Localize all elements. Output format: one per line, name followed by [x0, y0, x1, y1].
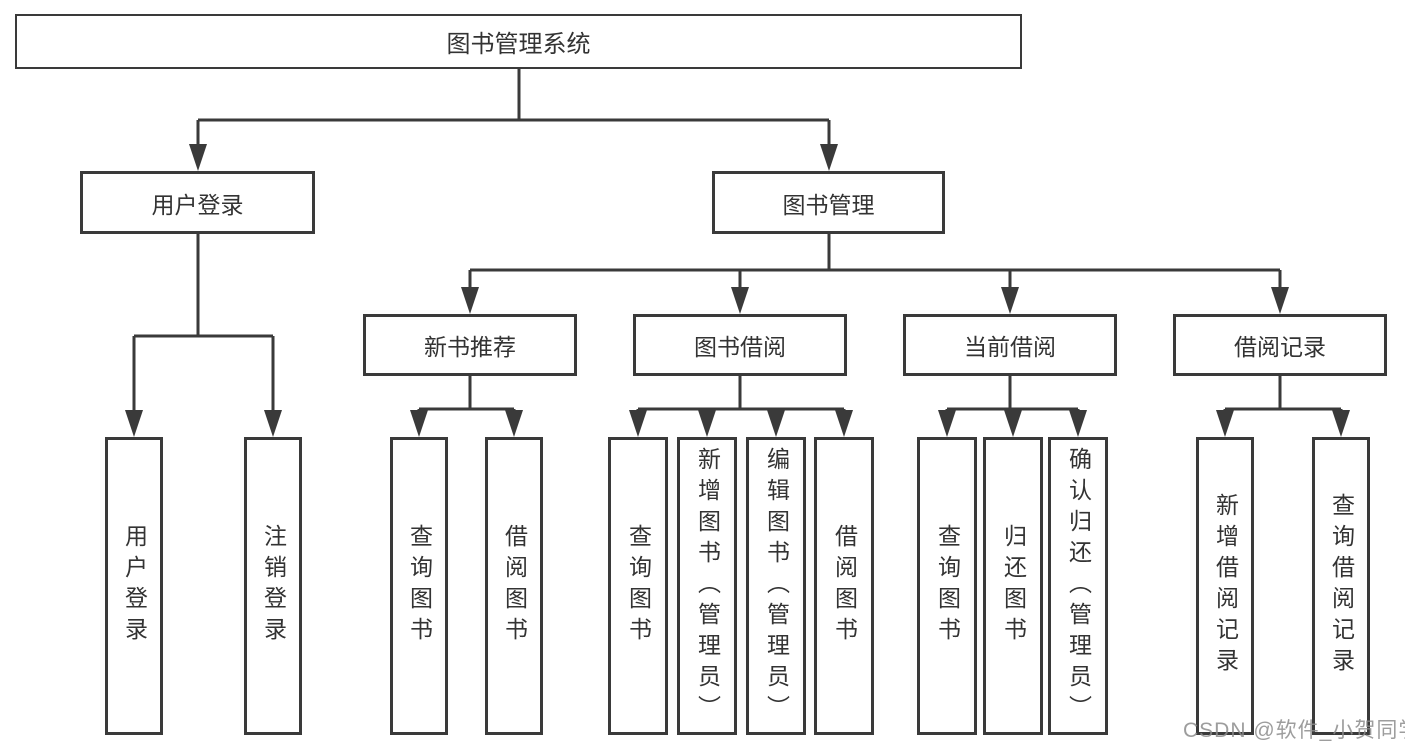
arrow-down-icon	[938, 410, 956, 437]
arrow-down-icon	[820, 144, 838, 171]
node-current-borrow: 当前借阅	[903, 314, 1117, 376]
node-book-management: 图书管理	[712, 171, 945, 234]
connector-user-login-to-leaves	[125, 234, 282, 437]
connector-root-to-level2	[189, 69, 838, 171]
node-user-login: 用户登录	[80, 171, 315, 234]
node-root: 图书管理系统	[15, 14, 1022, 69]
leaf-return-book: 归还图书	[983, 437, 1043, 735]
leaf-query-books-newbooks: 查询图书	[390, 437, 448, 735]
connector-borrow-records-to-leaves	[1216, 376, 1350, 437]
connector-current-borrow-to-leaves	[938, 376, 1087, 437]
leaf-borrow-books-newbooks: 借阅图书	[485, 437, 543, 735]
node-book-borrow: 图书借阅	[633, 314, 847, 376]
connector-new-books-to-leaves	[410, 376, 523, 437]
leaf-query-books-borrow: 查询图书	[608, 437, 668, 735]
arrow-down-icon	[767, 410, 785, 437]
leaf-add-borrow-record: 新增借阅记录	[1196, 437, 1254, 735]
leaf-edit-book-admin: 编辑图书（管理员）	[746, 437, 806, 735]
arrow-down-icon	[1004, 410, 1022, 437]
leaf-user-login: 用户登录	[105, 437, 163, 735]
arrow-down-icon	[731, 287, 749, 314]
leaf-borrow-books-borrow: 借阅图书	[814, 437, 874, 735]
arrow-down-icon	[410, 410, 428, 437]
arrow-down-icon	[1271, 287, 1289, 314]
arrow-down-icon	[189, 144, 207, 171]
arrow-down-icon	[125, 410, 143, 437]
connector-book-management-to-level3	[461, 234, 1289, 314]
leaf-add-book-admin: 新增图书（管理员）	[677, 437, 737, 735]
arrow-down-icon	[629, 410, 647, 437]
arrow-down-icon	[264, 410, 282, 437]
arrow-down-icon	[461, 287, 479, 314]
arrow-down-icon	[1001, 287, 1019, 314]
leaf-query-borrow-record: 查询借阅记录	[1312, 437, 1370, 735]
leaf-logout: 注销登录	[244, 437, 302, 735]
node-borrow-records: 借阅记录	[1173, 314, 1387, 376]
arrow-down-icon	[835, 410, 853, 437]
connector-book-borrow-to-leaves	[629, 376, 853, 437]
leaf-confirm-return-admin: 确认归还（管理员）	[1048, 437, 1108, 735]
arrow-down-icon	[1332, 410, 1350, 437]
watermark: CSDN @软件_小贺同学	[1183, 719, 1405, 742]
leaf-query-books-current: 查询图书	[917, 437, 977, 735]
arrow-down-icon	[698, 410, 716, 437]
node-new-book-recommend: 新书推荐	[363, 314, 577, 376]
arrow-down-icon	[505, 410, 523, 437]
arrow-down-icon	[1069, 410, 1087, 437]
arrow-down-icon	[1216, 410, 1234, 437]
